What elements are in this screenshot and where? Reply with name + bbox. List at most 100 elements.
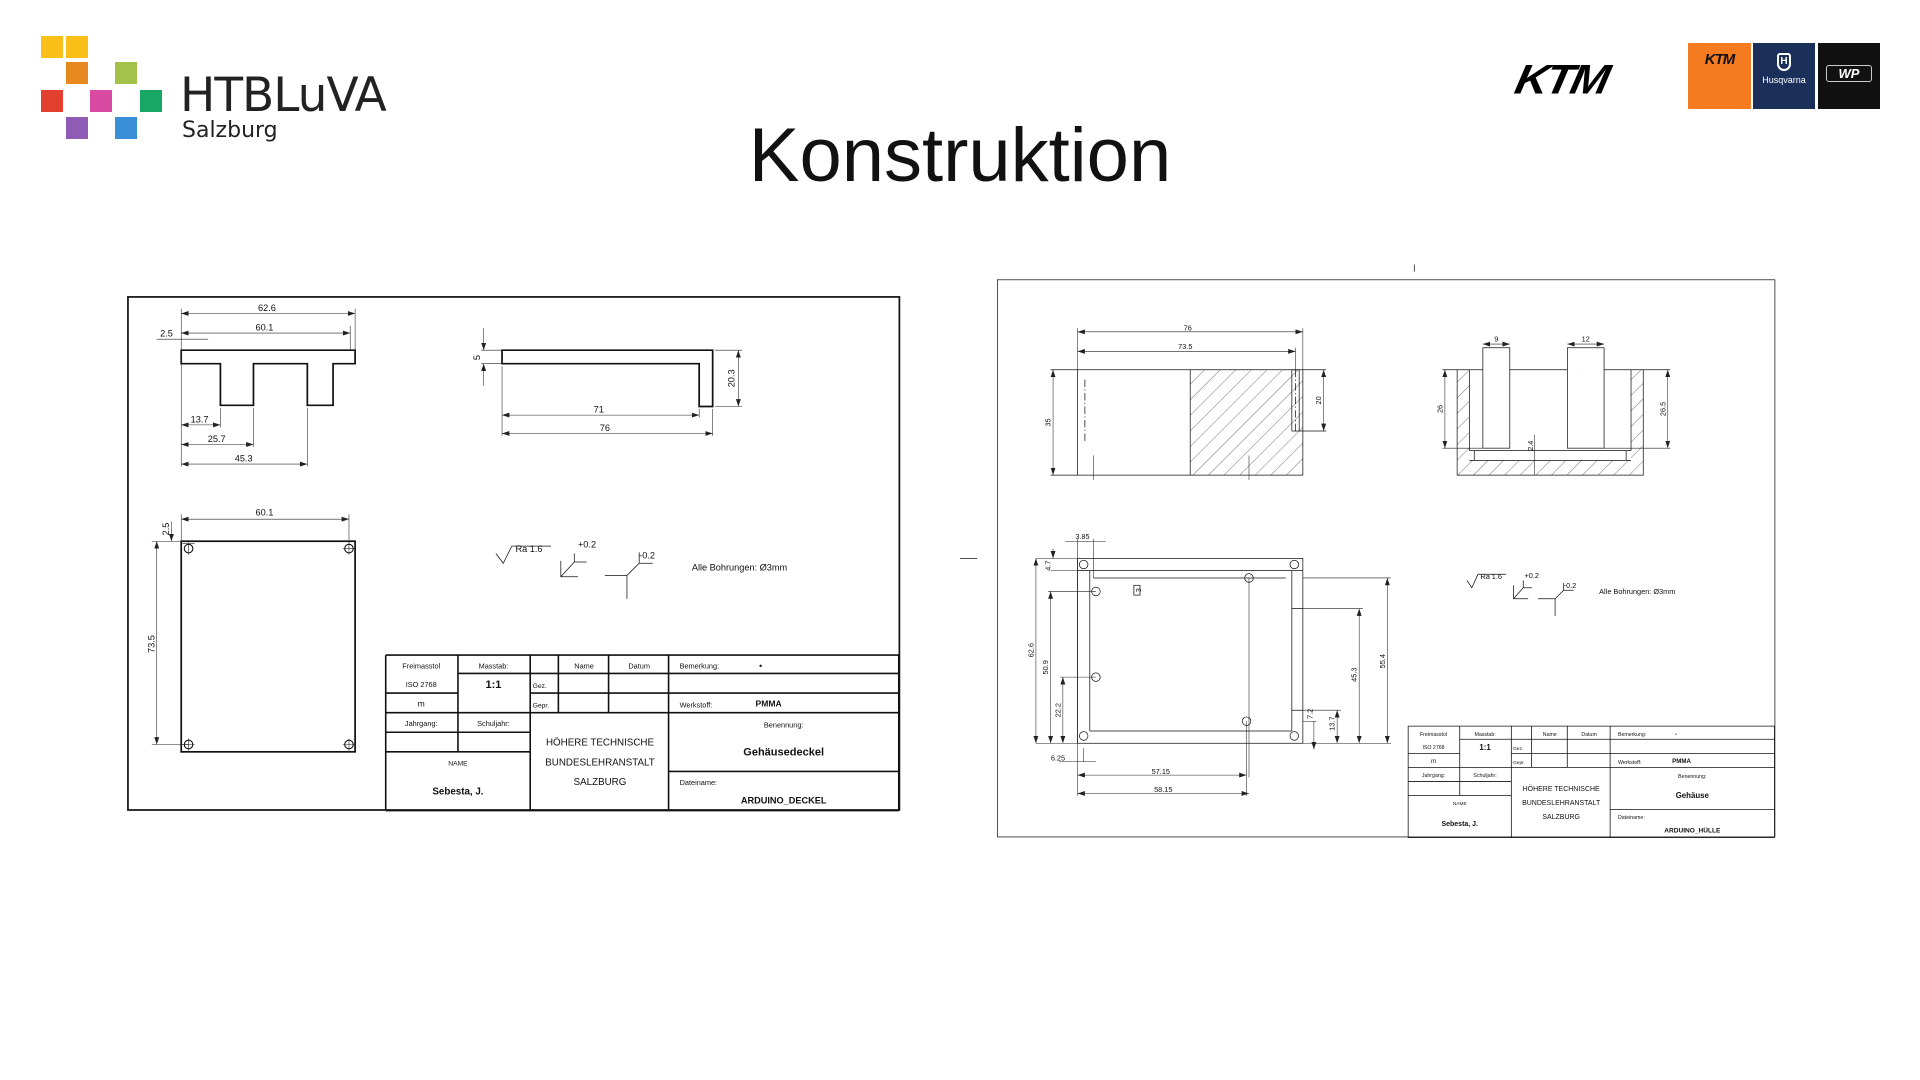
title-block-school-2: SALZBURG (574, 777, 627, 788)
logo-square (140, 90, 162, 112)
logo-square (66, 62, 88, 84)
top-view: 60.1 2.5 73.5 (146, 508, 356, 753)
title-block-school-1: BUNDESLEHRANSTALT (1522, 800, 1601, 807)
title-block-freimasstol: Freimasstol (1420, 732, 1447, 738)
dimension-label: 26.5 (1658, 402, 1667, 416)
title-block-jahrgang: Jahrgang: (1422, 773, 1445, 779)
wp-text: WP (1826, 65, 1872, 82)
dimension-label: 62.6 (1026, 643, 1035, 657)
title-block-name-header: Name (574, 662, 594, 671)
dimension-label: 76 (600, 423, 610, 433)
holes-note: Alle Bohrungen: Ø3mm (1599, 587, 1675, 596)
title-block-schuljahr: Schuljahr: (477, 719, 510, 728)
title-block-school-2: SALZBURG (1542, 814, 1580, 821)
dimension-label: 60.1 (256, 508, 274, 518)
title-block-gepr: Gepr. (1513, 760, 1525, 766)
title-block-freimasstol: Freimasstol (402, 662, 440, 671)
dimension-label: 73.5 (1178, 342, 1192, 351)
surface-symbols: Ra 1.6 +0.2 -0.2 Alle Bohrungen: Ø3mm (1466, 571, 1675, 616)
title-block-werkstoff: PMMA (756, 699, 782, 709)
surface-symbols: Ra 1.6 +0.2 -0.2 Alle Bohrungen: Ø3mm (495, 539, 788, 599)
title-block-gez: Gez. (1513, 746, 1523, 752)
dimension-label: 7.2 (1306, 709, 1315, 719)
dimension-label: 45.3 (235, 454, 253, 464)
dimension-label: 71 (594, 405, 604, 415)
title-block-bemerkung: - (1675, 731, 1677, 738)
holes-note: Alle Bohrungen: Ø3mm (692, 563, 788, 573)
title-block-school-0: HÖHERE TECHNISCHE (1523, 785, 1600, 793)
title-block-benennung: Gehäusedeckel (743, 747, 824, 759)
title-block-gez: Gez. (533, 683, 547, 690)
dimension-label: 60.1 (256, 323, 274, 333)
logo-square (66, 117, 88, 139)
dimension-label: 13.7 (1328, 717, 1337, 731)
dimension-label: 20.3 (727, 369, 737, 387)
title-block-name: Sebesta, J. (1441, 821, 1478, 828)
dimension-label: 45.3 (1350, 668, 1359, 682)
dimension-label: 4.7 (1044, 561, 1053, 571)
drawing-gehaeuse: 76 73.5 35 20 9 12 26 26.5 (960, 264, 1776, 839)
dimension-label: 9 (1494, 335, 1498, 344)
title-block-masstab: 1:1 (1479, 743, 1491, 752)
dimension-label: 3 (1134, 588, 1143, 592)
title-block-school-0: HÖHERE TECHNISCHE (546, 738, 654, 749)
dimension-label: 2.5 (161, 523, 171, 536)
title-block-gepr: Gepr. (533, 703, 550, 710)
dimension-label: 26 (1435, 405, 1444, 413)
logo-square (41, 90, 63, 112)
logo-square (66, 36, 88, 58)
dimension-label: 62.6 (258, 303, 276, 313)
title-block-masstab: 1:1 (486, 679, 502, 691)
dimension-label: 25.7 (208, 434, 226, 444)
title-block-tol-class: m (1431, 758, 1436, 765)
dimension-label: 35 (1044, 418, 1053, 426)
top-view: 3.85 4.7 62.6 50.9 22.2 6.25 57.15 58.15… (1026, 532, 1392, 796)
title-block-werkstoff: PMMA (1672, 758, 1691, 765)
dimension-label: 2.4 (1526, 441, 1535, 451)
title-block-dateiname-label: Dateiname: (1618, 815, 1645, 821)
title-block-bemerkung: • (759, 661, 762, 671)
husqvarna-logo: H Husqvarna (1753, 43, 1815, 109)
tolerance-minus-label: -0.2 (1564, 581, 1577, 590)
front-view: 62.6 60.1 2.5 13.7 25.7 45.3 (156, 303, 356, 467)
dimension-label: 5 (472, 355, 482, 360)
title-block-dateiname: ARDUINO_HÜLLE (1664, 825, 1721, 834)
logo-square (115, 62, 137, 84)
title-block-bemerkung-label: Bemerkung: (680, 662, 720, 671)
title-block-dateiname: ARDUINO_DECKEL (741, 795, 827, 805)
title-block-iso: ISO 2768 (1422, 745, 1444, 751)
wp-logo: WP (1818, 43, 1880, 109)
title-block-name: Sebesta, J. (432, 787, 483, 798)
roughness-label: Ra 1.6 (1480, 572, 1502, 581)
title-block-benennung: Gehäuse (1676, 791, 1710, 800)
title-block-tol-class: m (418, 699, 425, 709)
dimension-label: 12 (1582, 335, 1590, 344)
title-block-dateiname-label: Dateiname: (680, 778, 717, 787)
dimension-label: 50.9 (1041, 660, 1050, 674)
title-block-jahrgang: Jahrgang: (405, 719, 438, 728)
title-block-werkstoff-label: Werkstoff: (680, 701, 713, 710)
dimension-label: 20 (1314, 396, 1323, 404)
front-section-view: 76 73.5 35 20 (1044, 324, 1327, 480)
drawing-gehaeusedeckel: 62.6 60.1 2.5 13.7 25.7 45.3 5 20.3 71 7… (127, 296, 901, 812)
roughness-label: Ra 1.6 (516, 544, 543, 554)
tolerance-plus-label: +0.2 (1524, 571, 1538, 580)
school-city: Salzburg (182, 118, 278, 143)
title-block-iso: ISO 2768 (406, 680, 437, 689)
title-block-name-label: NAME (448, 760, 468, 767)
dimension-label: 3.85 (1075, 532, 1089, 541)
title-block-datum-header: Datum (628, 662, 650, 671)
logo-square (90, 90, 112, 112)
side-view: 5 20.3 71 76 (472, 328, 743, 436)
page-title: Konstruktion (748, 113, 1172, 198)
dimension-label: 13.7 (191, 414, 209, 424)
dimension-label: 58.15 (1154, 785, 1172, 794)
tolerance-minus-label: -0.2 (639, 550, 655, 560)
title-block-werkstoff-label: Werkstoff: (1618, 760, 1641, 766)
title-block-benennung-label: Benennung: (764, 720, 804, 729)
title-block-masstab-label: Masstab: (479, 662, 509, 671)
ktm-box-logo: KTM (1688, 43, 1751, 109)
